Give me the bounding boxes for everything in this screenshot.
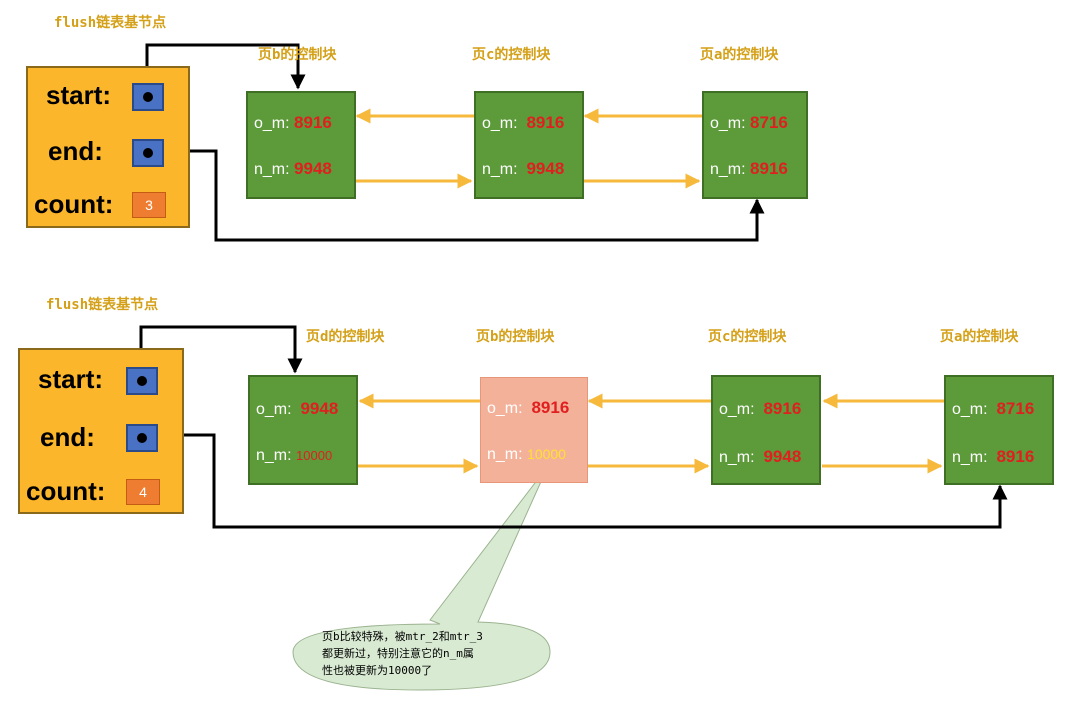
bottom-page-b-title: 页b的控制块 bbox=[476, 329, 555, 345]
bottom-diagram-title: flush链表基节点 bbox=[46, 297, 159, 313]
bottom-page-d-title: 页d的控制块 bbox=[306, 329, 385, 345]
top-end-label: end: bbox=[48, 136, 103, 166]
top-page-b-block: o_m: 8916 n_m: 9948 bbox=[246, 91, 356, 199]
o-m-label: o_m: bbox=[256, 401, 292, 418]
o-m-field: o_m: 8916 bbox=[487, 398, 569, 418]
pointer-dot bbox=[137, 433, 147, 443]
n-m-field: n_m: 9948 bbox=[254, 159, 332, 179]
n-m-value: 10000 bbox=[527, 446, 566, 462]
n-m-value: 9948 bbox=[294, 159, 332, 178]
n-m-value: 9948 bbox=[526, 159, 565, 178]
o-m-field: o_m: 8916 bbox=[719, 399, 801, 419]
top-diagram-title: flush链表基节点 bbox=[54, 15, 167, 31]
n-m-field: n_m: 9948 bbox=[719, 447, 801, 467]
pointer-dot bbox=[137, 376, 147, 386]
n-m-label: n_m: bbox=[952, 449, 988, 466]
top-page-c-title: 页c的控制块 bbox=[472, 47, 551, 63]
bottom-count-label: count: bbox=[26, 476, 106, 506]
o-m-value: 8916 bbox=[763, 399, 802, 418]
bottom-page-a-block: o_m: 8716 n_m: 8916 bbox=[944, 375, 1054, 485]
top-start-pointer bbox=[132, 83, 164, 111]
top-end-pointer bbox=[132, 139, 164, 167]
o-m-value: 8716 bbox=[996, 399, 1035, 418]
o-m-label: o_m: bbox=[719, 401, 755, 418]
bottom-page-d-block: o_m: 9948 n_m: 10000 bbox=[248, 375, 358, 485]
o-m-value: 8916 bbox=[294, 113, 332, 132]
o-m-field: o_m: 9948 bbox=[256, 399, 338, 419]
bottom-start-label: start: bbox=[38, 364, 104, 394]
pointer-dot bbox=[143, 148, 153, 158]
o-m-label: o_m: bbox=[254, 115, 290, 132]
n-m-value: 10000 bbox=[296, 448, 333, 463]
top-base-node: start: end: count: 3 bbox=[26, 66, 190, 228]
bottom-page-a-title: 页a的控制块 bbox=[940, 329, 1019, 345]
callout-bubble bbox=[292, 465, 551, 691]
o-m-label: o_m: bbox=[482, 115, 518, 132]
top-count-label: count: bbox=[34, 189, 114, 219]
bottom-end-label: end: bbox=[40, 422, 95, 452]
callout-line-2: 都更新过，特别注意它的n_m属 bbox=[322, 647, 474, 660]
top-page-b-title: 页b的控制块 bbox=[258, 47, 337, 63]
o-m-field: o_m: 8916 bbox=[482, 113, 564, 133]
o-m-value: 8716 bbox=[750, 113, 788, 132]
o-m-label: o_m: bbox=[952, 401, 988, 418]
bottom-page-c-title: 页c的控制块 bbox=[708, 329, 787, 345]
n-m-field: n_m: 9948 bbox=[482, 159, 564, 179]
o-m-field: o_m: 8716 bbox=[710, 113, 788, 133]
n-m-field: n_m: 8916 bbox=[710, 159, 788, 179]
bottom-page-c-block: o_m: 8916 n_m: 9948 bbox=[711, 375, 821, 485]
n-m-label: n_m: bbox=[254, 161, 290, 178]
bottom-base-node: start: end: count: 4 bbox=[18, 348, 184, 514]
bottom-end-pointer-line bbox=[141, 433, 1008, 529]
pointer-dot bbox=[143, 92, 153, 102]
n-m-field: n_m: 10000 bbox=[487, 446, 566, 464]
n-m-value: 8916 bbox=[996, 447, 1035, 466]
top-end-pointer-line bbox=[147, 149, 765, 242]
n-m-label: n_m: bbox=[256, 447, 292, 464]
callout-text: 页b比较特殊，被mtr_2和mtr_3 都更新过，特别注意它的n_m属 性也被更… bbox=[322, 628, 483, 679]
top-count-value: 3 bbox=[132, 192, 166, 218]
callout-line-1: 页b比较特殊，被mtr_2和mtr_3 bbox=[322, 630, 483, 643]
top-page-a-title: 页a的控制块 bbox=[700, 47, 779, 63]
o-m-value: 9948 bbox=[300, 399, 339, 418]
n-m-field: n_m: 8916 bbox=[952, 447, 1034, 467]
top-page-c-block: o_m: 8916 n_m: 9948 bbox=[474, 91, 584, 199]
o-m-value: 8916 bbox=[531, 398, 570, 417]
bottom-count-value: 4 bbox=[126, 479, 160, 505]
o-m-value: 8916 bbox=[526, 113, 565, 132]
o-m-field: o_m: 8916 bbox=[254, 113, 332, 133]
top-page-a-block: o_m: 8716 n_m: 8916 bbox=[702, 91, 808, 199]
o-m-field: o_m: 8716 bbox=[952, 399, 1034, 419]
bottom-page-b-block: o_m: 8916 n_m: 10000 bbox=[480, 377, 588, 483]
n-m-label: n_m: bbox=[482, 161, 518, 178]
callout-line-3: 性也被更新为10000了 bbox=[322, 664, 433, 677]
n-m-label: n_m: bbox=[487, 446, 523, 463]
n-m-label: n_m: bbox=[710, 161, 746, 178]
o-m-label: o_m: bbox=[710, 115, 746, 132]
n-m-value: 9948 bbox=[763, 447, 802, 466]
n-m-field: n_m: 10000 bbox=[256, 447, 332, 465]
n-m-value: 8916 bbox=[750, 159, 788, 178]
o-m-label: o_m: bbox=[487, 400, 523, 417]
n-m-label: n_m: bbox=[719, 449, 755, 466]
bottom-end-pointer bbox=[126, 424, 158, 452]
bottom-start-pointer bbox=[126, 367, 158, 395]
top-start-label: start: bbox=[46, 80, 112, 110]
